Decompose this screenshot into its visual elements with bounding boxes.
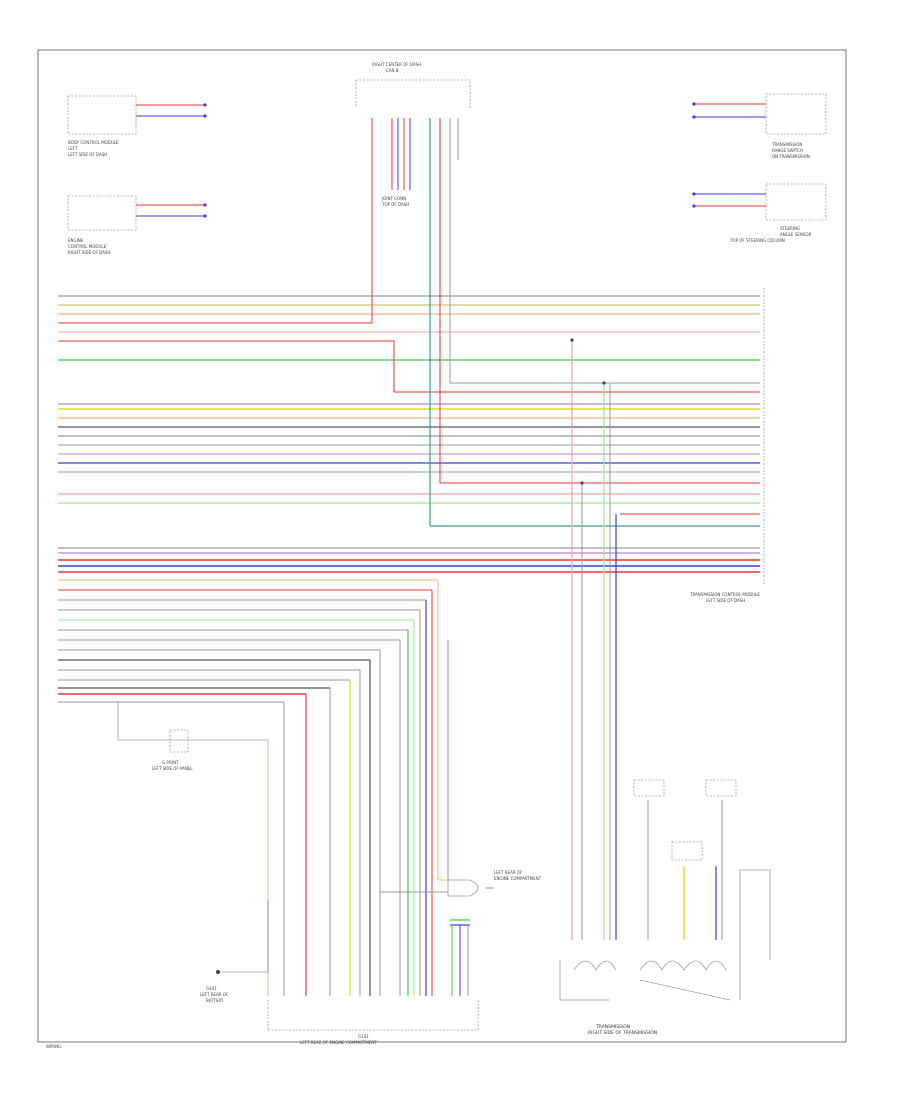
- bottom-connector: G101 LEFT REAR OF ENGINE COMPARTMENT: [267, 1000, 479, 1045]
- g-point-sub: LEFT SIDE OF PANEL: [152, 766, 193, 771]
- center-vertical-wires: [371, 118, 459, 526]
- sas-sub2: TOP OF STEERING COLUMN: [729, 238, 785, 243]
- left-ground-sub2: BATTERY: [206, 998, 224, 1003]
- transmission-control-module: TRANSMISSION CONTROL MODULE LEFT SIDE OF…: [689, 288, 765, 603]
- right-sensor-label: LEFT REAR OF: [494, 870, 523, 875]
- right-vertical-wires: [570, 338, 771, 1000]
- joint-conn-sub: TOP OF DASH: [381, 202, 409, 207]
- bcm-sub2: LEFT SIDE OF DASH: [68, 152, 107, 157]
- bcm-label: BODY CONTROL MODULE: [68, 140, 119, 145]
- tcm-sub: LEFT SIDE OF DASH: [706, 598, 745, 603]
- top-component-sub: CAN B: [386, 68, 399, 73]
- page-code: WIRING: [46, 1044, 61, 1049]
- trans-valve-label: TRANSMISSION: [595, 1024, 630, 1030]
- trs-sub2: ON TRANSMISSION: [772, 154, 810, 159]
- tcm-label: TRANSMISSION CONTROL MODULE: [689, 592, 760, 597]
- bcm-sub1: LEFT: [68, 146, 78, 151]
- bottom-sub: G101: [358, 1034, 369, 1039]
- ecm-sub2: RIGHT SIDE OF DASH: [68, 250, 110, 255]
- trs-sub1: RANGE SWITCH: [772, 148, 803, 153]
- ecm-sub1: CONTROL MODULE: [68, 244, 107, 249]
- trans-valve-sub: RIGHT SIDE OF TRANSMISSION: [588, 1030, 657, 1036]
- steering-angle-sensor: STEERING ANGLE SENSOR TOP OF STEERING CO…: [692, 183, 827, 243]
- transmission-sensors: TRANSMISSION RIGHT SIDE OF TRANSMISSION: [559, 779, 737, 1036]
- tcm-bus-middle: [58, 382, 760, 527]
- tcm-bus-lower: [58, 547, 760, 703]
- transmission-range-switch: TRANSMISSION RANGE SWITCH ON TRANSMISSIO…: [692, 93, 827, 159]
- bottom-label: LEFT REAR OF ENGINE COMPARTMENT: [300, 1040, 377, 1045]
- sas-label: STEERING: [780, 226, 800, 231]
- g-point-label: G POINT: [162, 760, 179, 765]
- left-ground-label: G401: [206, 986, 217, 991]
- joint-conn-label: JOINT CONN: [381, 196, 406, 201]
- ecm-label: ENGINE: [68, 238, 84, 243]
- right-sensor-connector: LEFT REAR OF ENGINE COMPARTMENT: [380, 870, 542, 996]
- right-sensor-sub: ENGINE COMPARTMENT: [494, 876, 542, 881]
- top-component-label: RIGHT CENTER OF DASH: [372, 62, 421, 67]
- g-point-left: G POINT LEFT SIDE OF PANEL: [117, 702, 268, 771]
- top-center-connector: RIGHT CENTER OF DASH CAN B JOINT CONN TO…: [355, 62, 471, 207]
- diagram-frame: [37, 49, 847, 1043]
- tcm-bus-upper: [58, 295, 760, 361]
- left-ground-sub1: LEFT REAR OF: [200, 992, 229, 997]
- engine-control-module: ENGINE CONTROL MODULE RIGHT SIDE OF DASH: [67, 195, 207, 255]
- left-ground: G401 LEFT REAR OF BATTERY: [200, 900, 269, 1003]
- sas-sub1: ANGLE SENSOR: [780, 232, 812, 237]
- trs-label: TRANSMISSION: [771, 142, 802, 147]
- lower-left-vertical-wires: [267, 580, 449, 996]
- body-control-module: BODY CONTROL MODULE LEFT LEFT SIDE OF DA…: [67, 95, 207, 157]
